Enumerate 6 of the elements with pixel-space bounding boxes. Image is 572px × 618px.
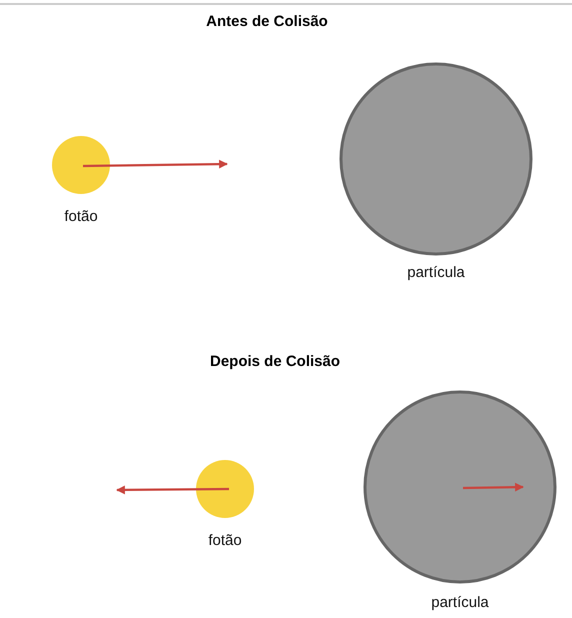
section-heading: Depois de Colisão xyxy=(210,353,340,370)
photon-label: fotão xyxy=(208,532,242,549)
particle-label: partícula xyxy=(431,594,489,611)
photon-label: fotão xyxy=(64,208,98,225)
particle-label: partícula xyxy=(407,264,465,281)
section-heading: Antes de Colisão xyxy=(206,13,328,30)
